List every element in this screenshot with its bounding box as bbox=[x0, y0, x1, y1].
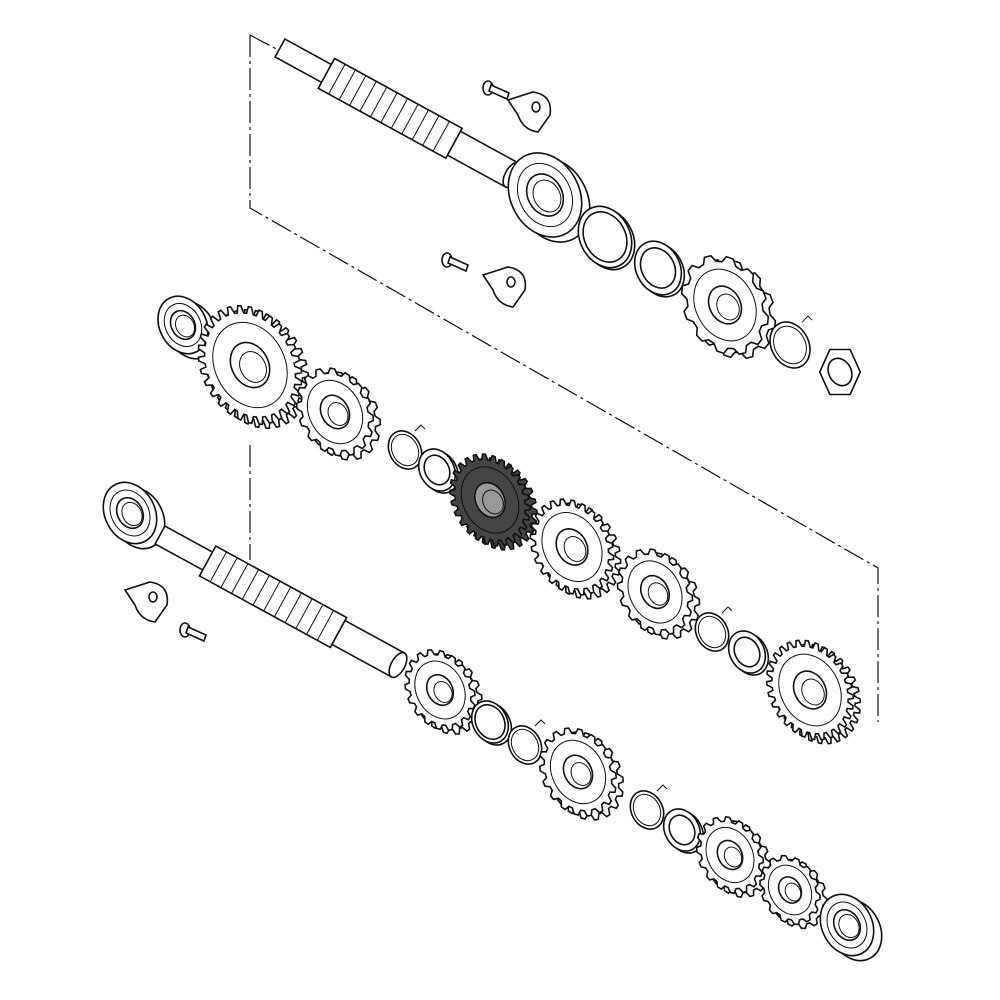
highlighted-gear bbox=[449, 453, 538, 551]
drive-sprocket bbox=[680, 254, 777, 360]
spline-washer-3 bbox=[662, 808, 705, 854]
frame-line-top bbox=[249, 34, 283, 53]
sprocket-nut bbox=[818, 348, 862, 396]
countershaft-gear-low bbox=[765, 639, 862, 745]
circlip-4 bbox=[629, 784, 668, 830]
countershaft-gear-large bbox=[197, 304, 310, 430]
assembly-frame-lines bbox=[249, 34, 879, 722]
mainshaft-gear-1 bbox=[404, 649, 483, 735]
mainshaft-bearing-left bbox=[102, 481, 166, 550]
countershaft-bearing bbox=[507, 152, 591, 243]
countershaft-gear-2 bbox=[529, 498, 622, 600]
mainshaft-gear-4 bbox=[759, 854, 828, 930]
mainshaft-gear-3 bbox=[695, 816, 772, 898]
spline-washer-2 bbox=[727, 630, 770, 676]
bearing-retainer-upper bbox=[506, 91, 552, 133]
mainshaft-bearing-right bbox=[819, 893, 883, 962]
sprocket-collar bbox=[633, 240, 686, 298]
bearing-retainer-screw-middle bbox=[441, 252, 469, 273]
circlip-1 bbox=[387, 424, 426, 470]
countershaft-gear-3 bbox=[616, 548, 701, 640]
bearing-retainer-screw-upper bbox=[482, 80, 510, 101]
circlip-2 bbox=[694, 606, 733, 652]
countershaft bbox=[274, 37, 522, 189]
thrust-washer-1 bbox=[470, 700, 513, 746]
lock-washer bbox=[769, 315, 813, 369]
mainshaft-gear-2 bbox=[538, 727, 625, 821]
circlip-3 bbox=[507, 719, 546, 765]
bearing-retainer-lower bbox=[123, 581, 169, 623]
mainshaft bbox=[154, 524, 408, 679]
bearing-retainer-screw-lower bbox=[179, 622, 207, 643]
oil-seal bbox=[577, 205, 636, 271]
bearing-retainer-middle bbox=[481, 266, 527, 308]
countershaft-gear-dog bbox=[295, 367, 382, 461]
frame-line-upper bbox=[249, 35, 879, 722]
bearing-left-upper bbox=[157, 295, 217, 360]
